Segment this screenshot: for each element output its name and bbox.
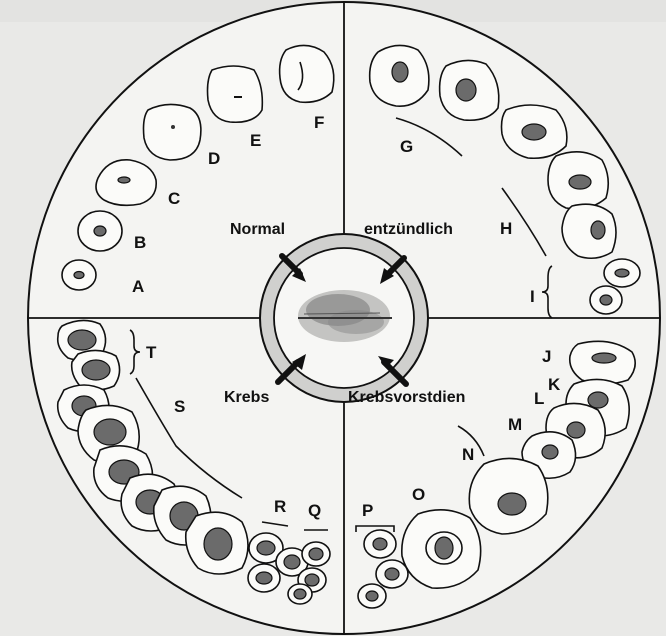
letter-f: F	[314, 113, 324, 132]
letter-m: M	[508, 415, 522, 434]
label-cancer: Krebs	[224, 389, 269, 406]
letter-s: S	[174, 397, 185, 416]
letter-d: D	[208, 149, 220, 168]
letter-o: O	[412, 485, 425, 504]
letter-k: K	[548, 375, 561, 394]
letter-h: H	[500, 219, 512, 238]
letter-r: R	[274, 497, 286, 516]
label-inflammatory: entzündlich	[364, 221, 453, 238]
letter-b: B	[134, 233, 146, 252]
letter-j: J	[542, 347, 551, 366]
letter-q: Q	[308, 501, 321, 520]
letter-i: I	[530, 287, 535, 306]
letter-a: A	[132, 277, 144, 296]
letter-t: T	[146, 343, 157, 362]
letter-g: G	[400, 137, 413, 156]
letter-p: P	[362, 501, 373, 520]
letter-c: C	[168, 189, 180, 208]
letter-l: L	[534, 389, 544, 408]
letter-e: E	[250, 131, 261, 150]
label-precancer: Krebsvorstdien	[348, 389, 465, 406]
letter-n: N	[462, 445, 474, 464]
label-normal: Normal	[230, 221, 285, 238]
